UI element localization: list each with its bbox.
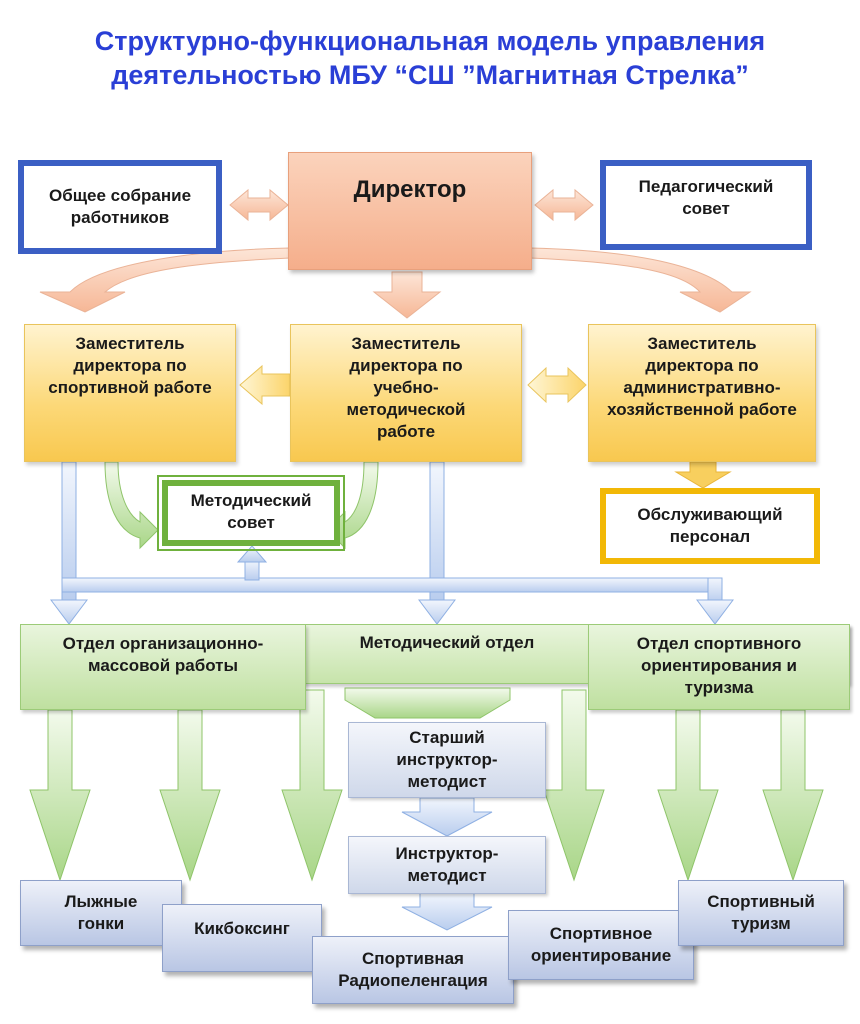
radio-box: Спортивная Радиопеленгация [312, 936, 514, 1004]
ped-council-label: Педагогический совет [638, 177, 774, 218]
diagram-title: Структурно-функциональная модель управле… [0, 24, 860, 92]
dept-orient-box: Отдел спортивного ориентирования и туриз… [588, 624, 850, 710]
blue-connector-network [50, 461, 734, 625]
service-staff-box: Обслуживающий персонал [600, 488, 820, 564]
deputy-sport-box: Заместитель директора по спортивной рабо… [24, 324, 236, 462]
ski-box: Лыжные гонки [20, 880, 182, 946]
title-line-2: деятельностью МБУ “СШ ”Магнитная Стрелка… [111, 60, 749, 90]
orienteering-box: Спортивное ориентирование [508, 910, 694, 980]
instructor-box: Инструктор-методист [348, 836, 546, 894]
director-label: Директор [353, 176, 467, 203]
green-curve-left-icon [104, 461, 159, 550]
curved-arrow-left-icon [39, 247, 291, 313]
senior-instructor-box: Старший инструктор-методист [348, 722, 546, 798]
senior-instructor-label: Старший инструктор-методист [396, 728, 498, 791]
double-arrow-right-icon [534, 188, 594, 222]
radio-label: Спортивная Радиопеленгация [338, 949, 488, 990]
orienteering-label: Спортивное ориентирование [530, 924, 672, 965]
tourism-label: Спортивный туризм [707, 892, 815, 933]
service-staff-label: Обслуживающий персонал [637, 505, 783, 546]
ped-council-box: Педагогический совет [600, 160, 812, 250]
method-council-label: Методический совет [190, 491, 312, 532]
deputy-admin-label: Заместитель директора по административно… [607, 334, 797, 419]
kickbox-box: Кикбоксинг [162, 904, 322, 972]
tourism-box: Спортивный туризм [678, 880, 844, 946]
deputy-method-box: Заместитель директора по учебно-методиче… [290, 324, 522, 462]
arrow-from-instructor-icon [401, 892, 493, 931]
center-arrow-down-icon [372, 271, 442, 319]
kickbox-label: Кикбоксинг [194, 919, 290, 938]
general-meeting-label: Общее собрание работников [48, 186, 192, 227]
general-meeting-box: Общее собрание работников [18, 160, 222, 254]
double-arrow-to-deputy-admin-icon [527, 366, 587, 404]
method-council-box: Методический совет [157, 475, 345, 551]
dept-method-label: Методический отдел [359, 633, 535, 652]
curved-arrow-right-icon [529, 247, 752, 313]
green-down-arrows [29, 689, 824, 882]
arrow-to-service-staff-icon [674, 461, 732, 489]
dept-method-box: Методический отдел [306, 624, 588, 686]
dept-mass-box: Отдел организационно-массовой работы [20, 624, 306, 710]
ski-label: Лыжные гонки [64, 892, 138, 933]
dept-mass-label: Отдел организационно-массовой работы [62, 634, 264, 675]
dept-orient-label: Отдел спортивного ориентирования и туриз… [636, 634, 802, 697]
deputy-admin-box: Заместитель директора по административно… [588, 324, 816, 462]
method-dept-chevron-icon [344, 687, 511, 719]
double-arrow-left-icon [229, 188, 289, 222]
arrow-left-to-deputy-sport-icon [239, 364, 291, 406]
deputy-sport-label: Заместитель директора по спортивной рабо… [48, 334, 212, 397]
arrow-to-instructor-icon [401, 797, 493, 837]
deputy-method-label: Заместитель директора по учебно-методиче… [346, 334, 466, 441]
instructor-label: Инструктор-методист [395, 844, 499, 885]
director-box: Директор [288, 152, 532, 270]
title-line-1: Структурно-функциональная модель управле… [94, 26, 766, 56]
